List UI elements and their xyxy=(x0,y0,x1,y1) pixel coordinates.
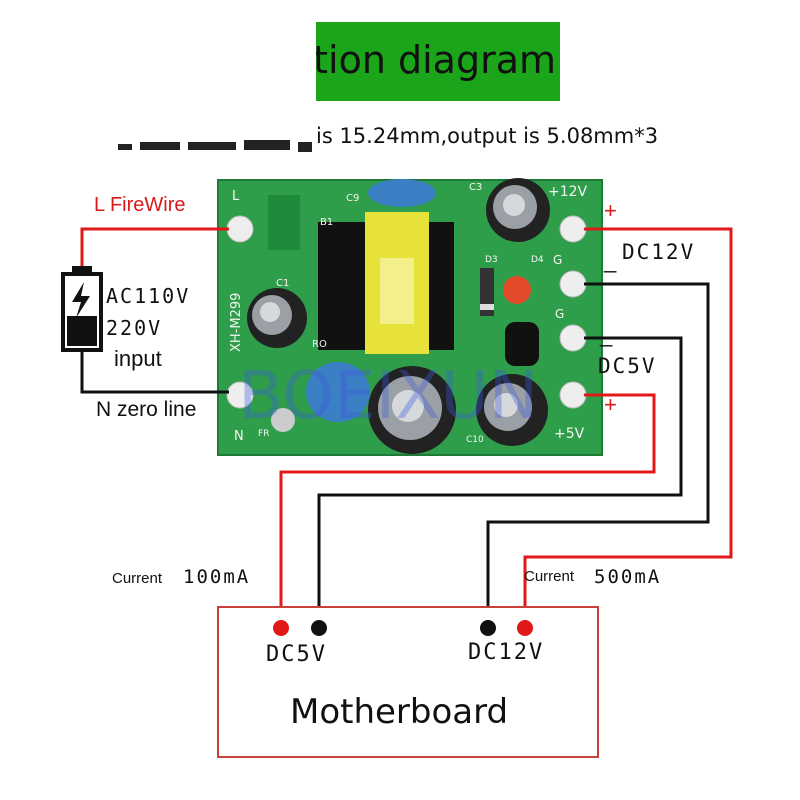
pcb-ref-d3: D3 xyxy=(485,255,498,265)
pcb-pin-g1: G xyxy=(553,253,562,267)
mb-dc5-gnd-terminal xyxy=(311,620,327,636)
wire-gnd12 xyxy=(486,282,710,620)
pcb-pin-plus5: +5V xyxy=(554,426,585,442)
pcb-pin-plus12: +12V xyxy=(548,184,588,200)
neutral-label: N zero line xyxy=(96,398,197,421)
mb-dc12-gnd-terminal xyxy=(480,620,496,636)
pcb-pin-n: N xyxy=(234,429,244,444)
battery-icon xyxy=(61,266,103,352)
capacitor-c10 xyxy=(476,374,548,446)
wire-plus5 xyxy=(279,393,656,620)
pcb-ref-c3: C3 xyxy=(469,182,482,193)
regulator xyxy=(505,322,539,366)
clipped-text-fragments xyxy=(118,140,312,152)
spacing-note: is 15.24mm,output is 5.08mm*3 xyxy=(316,124,659,148)
dc5-label: DC5V xyxy=(598,354,657,378)
motherboard-label: Motherboard xyxy=(290,692,509,732)
capacitor-c3 xyxy=(486,178,550,242)
mb-dc5-plus-terminal xyxy=(273,620,289,636)
watermark-text: BOEIXUN xyxy=(238,357,538,434)
title-banner: ection diagram xyxy=(316,22,560,101)
pcb-ref-ro: RO xyxy=(312,339,327,350)
plus12-sign: + xyxy=(604,198,617,223)
minus5-sign: _ xyxy=(600,322,613,347)
pcb-pin-g2: G xyxy=(555,307,564,321)
pcb-ref-b1: B1 xyxy=(320,217,333,228)
capacitor-main xyxy=(368,366,456,454)
current-right-prefix: Current xyxy=(524,568,575,585)
mb-dc5-label: DC5V xyxy=(266,642,327,667)
wire-plus12 xyxy=(523,227,733,620)
minus12-sign: _ xyxy=(604,248,617,273)
input-label: input xyxy=(114,346,162,371)
pcb-ref-c10: C10 xyxy=(466,435,484,445)
pcb-ref-fr: FR xyxy=(258,429,269,439)
voltage-label-b: 220V xyxy=(106,316,163,340)
mb-dc12-label: DC12V xyxy=(468,640,545,665)
pcb-ref-d4: D4 xyxy=(531,255,544,265)
power-module-pcb: L N +12V +5V G G XH-M299 C1 C3 C9 B1 D3 … xyxy=(217,178,603,456)
neutral-wire xyxy=(80,350,229,394)
live-label: L FireWire xyxy=(94,194,186,216)
pcb-model: XH-M299 xyxy=(229,293,244,352)
diagram-title: ection diagram xyxy=(316,38,556,82)
live-wire xyxy=(80,227,229,272)
fuse-resistor xyxy=(271,408,295,432)
capacitor-c1 xyxy=(247,288,307,348)
current-left-value: 100mA xyxy=(183,566,251,588)
mb-dc12-plus-terminal xyxy=(517,620,533,636)
led xyxy=(503,276,531,304)
y-capacitor-left xyxy=(306,362,370,422)
pcb-ref-c1: C1 xyxy=(276,278,289,289)
plus5-sign: + xyxy=(604,392,617,417)
current-left-prefix: Current xyxy=(112,570,163,587)
wire-gnd5 xyxy=(317,336,683,620)
pcb-ref-c9: C9 xyxy=(346,193,359,204)
current-right-value: 500mA xyxy=(594,566,662,588)
dc12-label: DC12V xyxy=(622,240,696,264)
y-capacitor-c9 xyxy=(368,179,436,207)
pcb-pin-l: L xyxy=(232,189,240,204)
voltage-label-a: AC110V xyxy=(106,284,191,308)
